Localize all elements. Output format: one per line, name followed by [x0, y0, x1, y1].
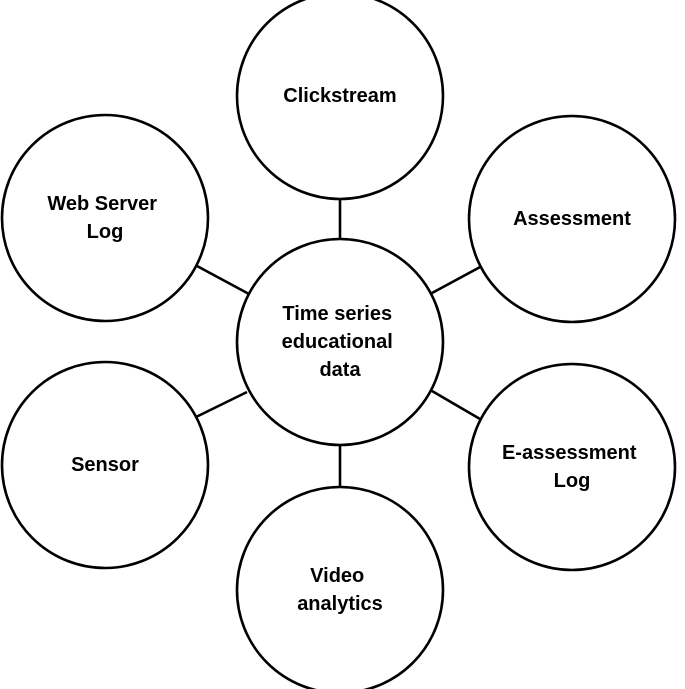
- node-video-analytics-circle: [235, 485, 445, 689]
- node-sensor-circle: [0, 360, 210, 570]
- connector-sensor: [193, 390, 248, 420]
- node-sensor-label: Sensor: [71, 454, 139, 476]
- node-label-line: Video: [310, 565, 364, 587]
- node-label-line: Log: [554, 470, 591, 492]
- node-sensor: Sensor: [0, 360, 210, 570]
- node-label-line: Web Server: [47, 193, 157, 215]
- node-label-line: Assessment: [513, 208, 631, 230]
- center-node-label-line: data: [319, 359, 361, 381]
- node-e-assessment-log-label: E-assessment Log: [502, 442, 642, 492]
- node-label-line: analytics: [297, 593, 383, 615]
- node-label-line: Sensor: [71, 454, 139, 476]
- node-e-assessment-log-circle: [467, 362, 677, 572]
- node-assessment: Assessment: [467, 114, 677, 324]
- center-node-label-line: educational: [282, 331, 393, 353]
- node-video-analytics-label: Video analytics: [297, 565, 383, 615]
- node-video-analytics: Video analytics: [235, 485, 445, 689]
- connector-e-assessment-log: [431, 389, 481, 421]
- node-clickstream-label: Clickstream: [283, 85, 396, 107]
- node-label-line: Log: [87, 221, 124, 243]
- connector-web-server-log: [196, 264, 250, 296]
- center-node-label: Time series educational data: [282, 303, 399, 381]
- center-node: Time series educational data: [235, 237, 445, 447]
- center-node-label-line: Time series: [282, 303, 392, 325]
- node-label-line: E-assessment: [502, 442, 637, 464]
- node-assessment-label: Assessment: [513, 208, 631, 230]
- node-label-line: Clickstream: [283, 85, 396, 107]
- center-node-circle: [235, 237, 445, 447]
- node-clickstream: Clickstream: [235, 0, 445, 201]
- node-clickstream-circle: [235, 0, 445, 201]
- node-web-server-log: Web Server Log: [0, 113, 210, 323]
- connector-assessment: [431, 264, 483, 295]
- node-assessment-circle: [467, 114, 677, 324]
- node-web-server-log-label: Web Server Log: [47, 193, 162, 243]
- node-e-assessment-log: E-assessment Log: [467, 362, 677, 572]
- node-web-server-log-circle: [0, 113, 210, 323]
